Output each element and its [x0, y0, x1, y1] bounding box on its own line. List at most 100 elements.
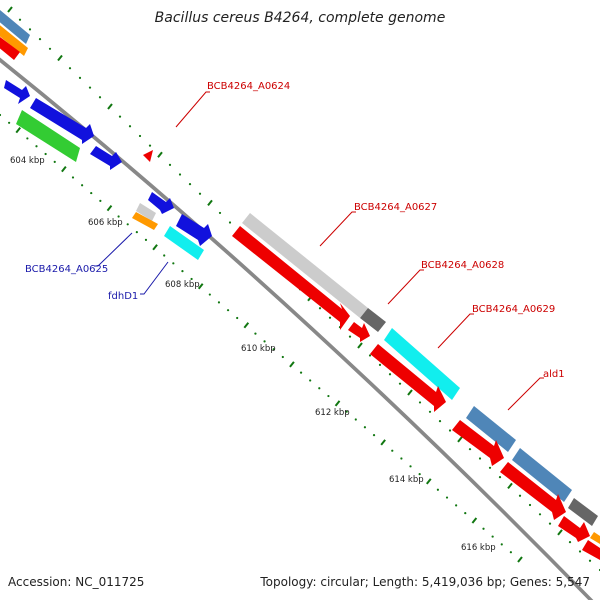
position-dot — [425, 478, 432, 485]
tick-label-610: 610 kbp — [241, 344, 276, 354]
position-dot — [518, 494, 522, 497]
gene-red-a0629 — [370, 344, 446, 412]
position-dot — [380, 439, 386, 446]
position-dot — [488, 466, 492, 469]
position-dot — [181, 270, 184, 273]
position-dot — [498, 476, 502, 479]
position-dot — [281, 355, 284, 359]
position-dot — [445, 496, 449, 499]
position-dot — [0, 113, 2, 117]
gene-blue-3 — [90, 146, 122, 170]
gene-steel-2 — [512, 448, 572, 502]
position-dot — [68, 67, 72, 70]
leader-a0627 — [319, 211, 356, 247]
position-dot — [226, 309, 230, 312]
position-dot — [372, 433, 376, 437]
position-dot — [152, 244, 158, 251]
leader-a0628 — [387, 269, 424, 305]
gene-red-2 — [500, 462, 566, 520]
leader-a0625 — [94, 232, 133, 267]
position-dot — [272, 348, 275, 351]
position-dot — [218, 211, 222, 215]
position-dot — [138, 134, 142, 138]
gene-darkgray — [360, 308, 386, 332]
position-dot — [517, 556, 523, 563]
position-dot — [509, 551, 512, 554]
gene-orange-top — [0, 25, 28, 56]
position-dot — [148, 144, 152, 147]
label-a0625: BCB4264_A0625 — [25, 264, 108, 275]
gene-red-a0627 — [232, 226, 350, 330]
position-dot — [328, 316, 332, 319]
tick-label-612: 612 kbp — [315, 408, 350, 418]
position-dot — [538, 513, 542, 516]
position-dot — [90, 191, 93, 195]
position-dot — [28, 28, 32, 31]
position-dot — [190, 277, 193, 281]
position-dot — [228, 221, 232, 224]
position-dot — [500, 543, 503, 546]
position-dot — [44, 152, 47, 156]
position-dot — [126, 223, 129, 226]
position-dot — [557, 529, 563, 536]
position-dot — [217, 301, 221, 304]
position-dot — [263, 340, 266, 343]
position-dot — [491, 535, 494, 538]
position-dot — [348, 335, 352, 338]
position-dot — [99, 199, 102, 202]
position-dot — [163, 254, 166, 257]
position-dot — [7, 6, 13, 13]
position-dot — [588, 559, 592, 562]
gene-blue-4 — [148, 192, 174, 214]
position-dot — [144, 238, 148, 242]
position-dot — [345, 410, 348, 413]
position-dot — [299, 371, 303, 374]
gene-cyan-fdhD1 — [164, 226, 204, 260]
gene-red-small — [143, 150, 153, 162]
position-dot — [8, 121, 11, 124]
gene-red-4 — [582, 540, 600, 560]
position-dot — [363, 426, 367, 429]
position-dot — [471, 517, 478, 524]
accession-text: Accession: NC_011725 — [8, 575, 145, 589]
position-dot — [88, 86, 92, 89]
position-dot — [507, 482, 513, 490]
position-dot — [388, 373, 392, 376]
leader-fdhD1 — [140, 261, 169, 295]
gene-gray-a0627 — [242, 213, 368, 318]
tick-label-616: 616 kbp — [461, 543, 496, 553]
position-dot — [81, 184, 84, 187]
position-dot — [35, 145, 38, 148]
position-dot — [464, 512, 467, 515]
top-left-genes — [0, 10, 30, 60]
tick-label-606: 606 kbp — [88, 218, 123, 228]
gene-red-ald1 — [452, 420, 504, 466]
gene-blue-1 — [4, 80, 30, 104]
label-a0624: BCB4264_A0624 — [207, 81, 290, 92]
tick-label-608: 608 kbp — [165, 280, 200, 290]
label-a0629: BCB4264_A0629 — [472, 304, 555, 315]
gene-red-3 — [558, 516, 590, 542]
position-dot — [188, 183, 192, 186]
position-dot — [178, 173, 182, 176]
position-dot — [117, 215, 120, 218]
leader-a0629 — [437, 313, 474, 349]
position-dot — [334, 400, 341, 407]
position-dot — [197, 283, 204, 290]
position-dot — [418, 473, 421, 476]
position-dot — [368, 354, 372, 357]
position-dot — [198, 192, 202, 195]
position-dot — [106, 205, 113, 212]
gene-steel-ald1 — [466, 406, 516, 452]
leader-lines — [94, 91, 544, 411]
position-dot — [468, 448, 472, 451]
position-dot — [128, 125, 132, 128]
position-dot — [236, 316, 239, 320]
position-dot — [57, 54, 63, 62]
position-dot — [398, 382, 402, 385]
label-ald1: ald1 — [543, 369, 565, 380]
position-dot — [168, 163, 172, 166]
position-dot — [48, 47, 52, 50]
position-dot — [548, 522, 552, 525]
